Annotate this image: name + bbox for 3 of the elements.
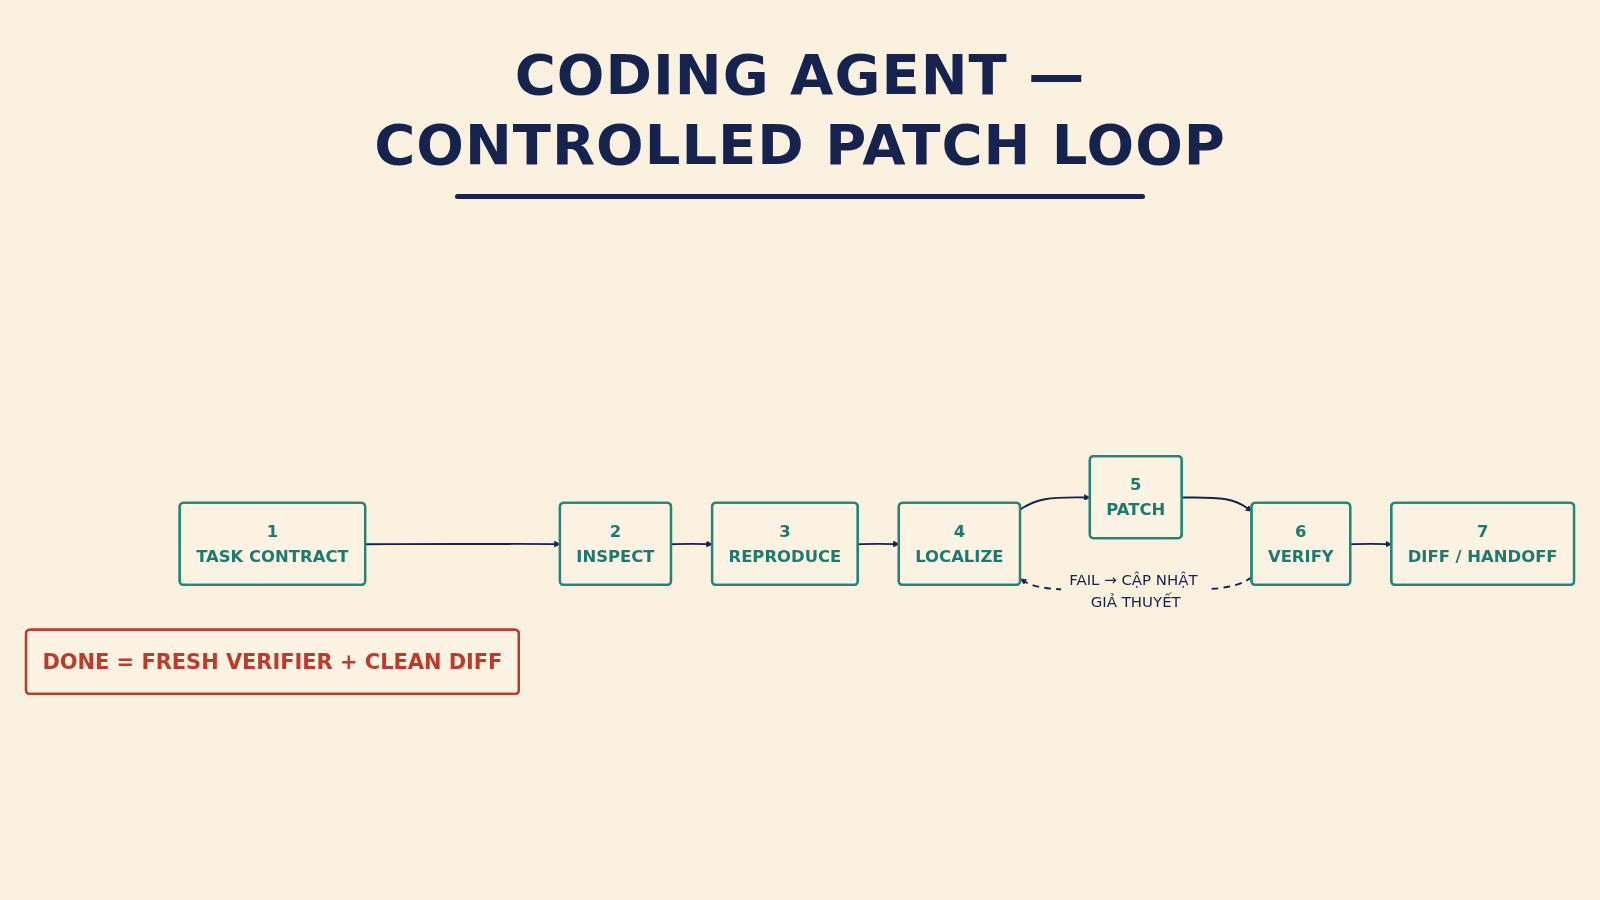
title: CODING AGENT — CONTROLLED PATCH LOOP [373,41,1227,179]
edge-label: FAIL → CẬP NHẬT GIẢ THUYẾT [1069,570,1198,611]
arrow [1181,496,1253,512]
